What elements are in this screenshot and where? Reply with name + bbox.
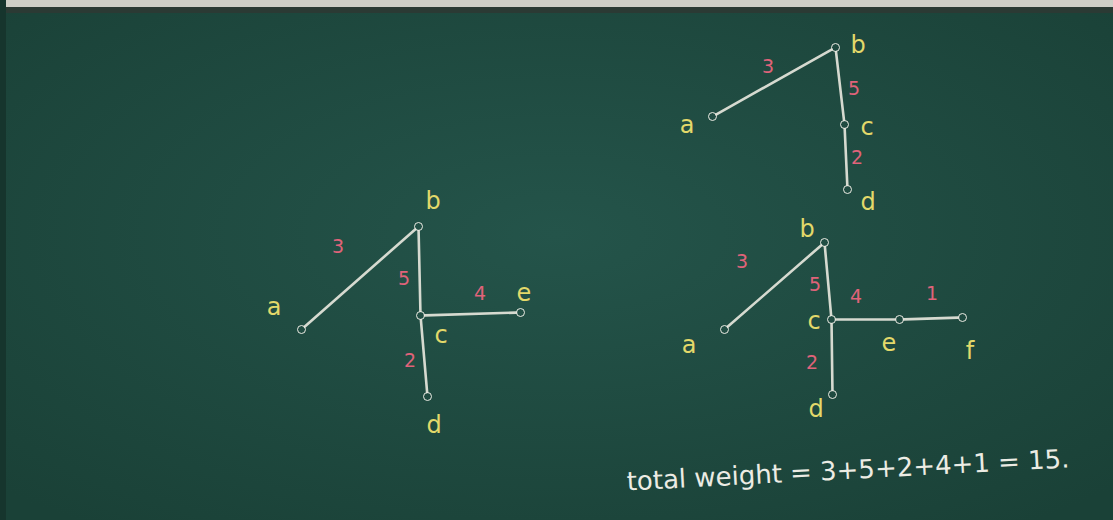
vertex-dot: d <box>423 392 432 401</box>
vertex-dot: c <box>416 311 425 320</box>
edge-weight: 3 <box>736 252 748 271</box>
frame-left <box>0 0 6 520</box>
vertex-label: b <box>850 33 865 57</box>
vertex-label: a <box>267 295 282 319</box>
vertex-dot: b <box>414 222 423 231</box>
graph-edge <box>421 320 427 392</box>
vertex-dot: e <box>516 308 525 317</box>
frame-top <box>0 0 1113 7</box>
graph-edge <box>904 318 958 320</box>
edge-weight: 2 <box>404 351 416 370</box>
vertex-label: d <box>808 397 823 421</box>
edge-weight: 4 <box>474 284 486 303</box>
frame-shadow <box>0 7 1113 13</box>
vertex-label: d <box>426 413 441 437</box>
vertex-dot: d <box>843 185 852 194</box>
vertex-dot: a <box>720 325 729 334</box>
edge-weight: 3 <box>762 57 774 76</box>
vertex-label: c <box>807 309 820 333</box>
vertex-dot: f <box>958 313 967 322</box>
vertex-label: b <box>425 189 440 213</box>
edge-weight: 5 <box>848 79 860 98</box>
vertex-label: a <box>682 333 697 357</box>
graph-edge <box>845 129 848 185</box>
edge-weight: 2 <box>851 148 863 167</box>
graph-edge <box>836 318 895 321</box>
vertex-label: e <box>517 281 532 305</box>
vertex-dot: e <box>895 315 904 324</box>
vertex-label: d <box>860 190 875 214</box>
graph-edge <box>425 313 516 316</box>
vertex-dot: c <box>827 315 836 324</box>
graph-edge <box>716 50 831 115</box>
vertex-label: a <box>680 113 695 137</box>
vertex-label: f <box>966 339 974 363</box>
edge-weight: 5 <box>809 275 821 294</box>
edge-weight: 2 <box>806 353 818 372</box>
vertex-dot: a <box>708 112 717 121</box>
vertex-label: b <box>799 217 814 241</box>
edge-weight: 1 <box>926 284 938 303</box>
edge-weight: 4 <box>850 287 862 306</box>
vertex-dot: d <box>828 390 837 399</box>
vertex-dot: c <box>840 120 849 129</box>
edge-weight: 5 <box>398 269 410 288</box>
total-weight-note: total weight = 3+5+2+4+1 = 15. <box>626 445 1070 494</box>
edge-weight: 3 <box>332 237 344 256</box>
vertex-label: c <box>860 115 873 139</box>
graph-edge <box>728 245 821 326</box>
vertex-dot: b <box>820 238 829 247</box>
vertex-label: c <box>434 323 447 347</box>
graph-edge <box>305 229 415 326</box>
graph-edge <box>825 247 831 315</box>
vertex-dot: b <box>831 43 840 52</box>
vertex-label: e <box>882 331 897 355</box>
graph-edge <box>830 324 833 390</box>
graph-edge <box>836 52 844 120</box>
vertex-dot: a <box>297 325 306 334</box>
graph-edge <box>419 231 421 311</box>
